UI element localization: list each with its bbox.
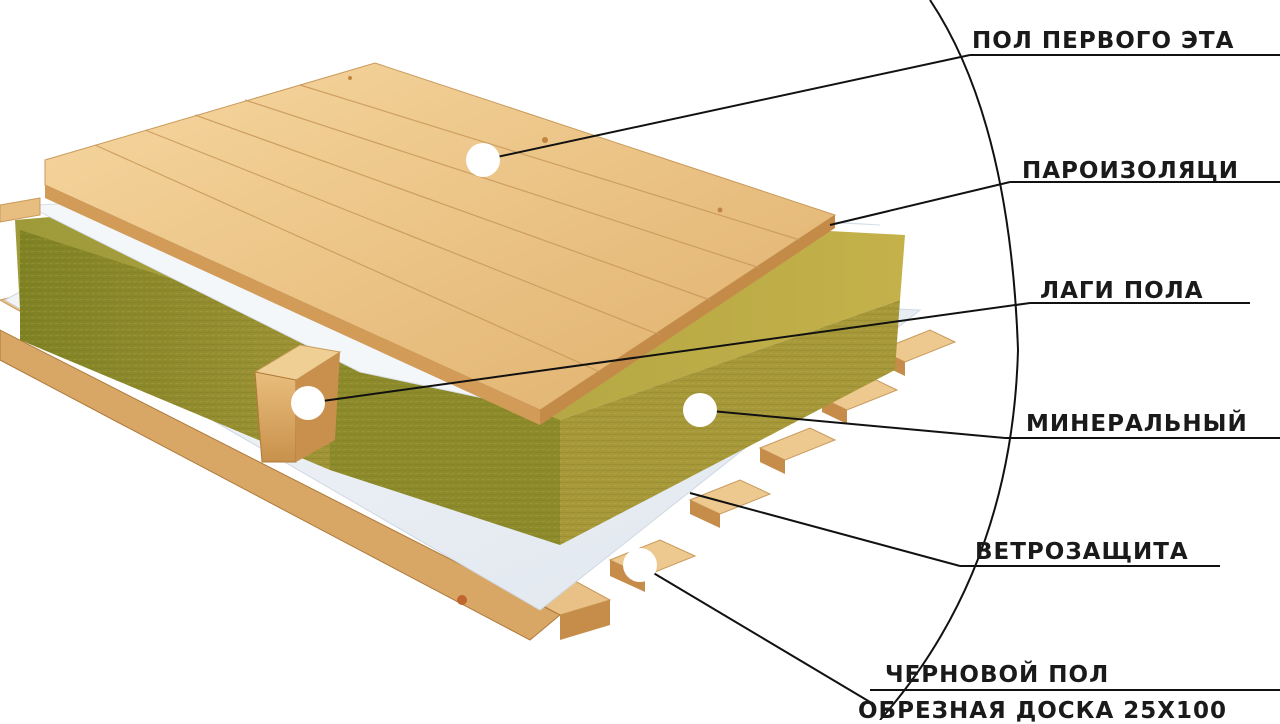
label-subfloor: ЧЕРНОВОЙ ПОЛ <box>885 662 1110 688</box>
callout-dots <box>291 143 717 582</box>
separator-arc <box>879 0 1020 720</box>
label-floor-joists: ЛАГИ ПОЛА <box>1040 278 1204 304</box>
callout-dot-floor <box>466 143 500 177</box>
callout-dot-joist <box>291 386 325 420</box>
label-vapor-barrier: ПАРОИЗОЛЯЦИ <box>1022 158 1240 184</box>
label-subfloor-board: ОБРЕЗНАЯ ДОСКА 25Х100 <box>858 698 1228 724</box>
leader-lines <box>307 54 1280 703</box>
label-first-floor: ПОЛ ПЕРВОГО ЭТА <box>972 28 1235 54</box>
callout-dot-subfloor <box>623 548 657 582</box>
label-wind-barrier: ВЕТРОЗАЩИТА <box>975 539 1189 565</box>
floor-joist-back <box>0 197 41 223</box>
finish-floor-boards <box>44 62 837 425</box>
label-mineral: МИНЕРАЛЬНЫЙ <box>1026 411 1248 437</box>
callout-dot-mineral <box>683 393 717 427</box>
